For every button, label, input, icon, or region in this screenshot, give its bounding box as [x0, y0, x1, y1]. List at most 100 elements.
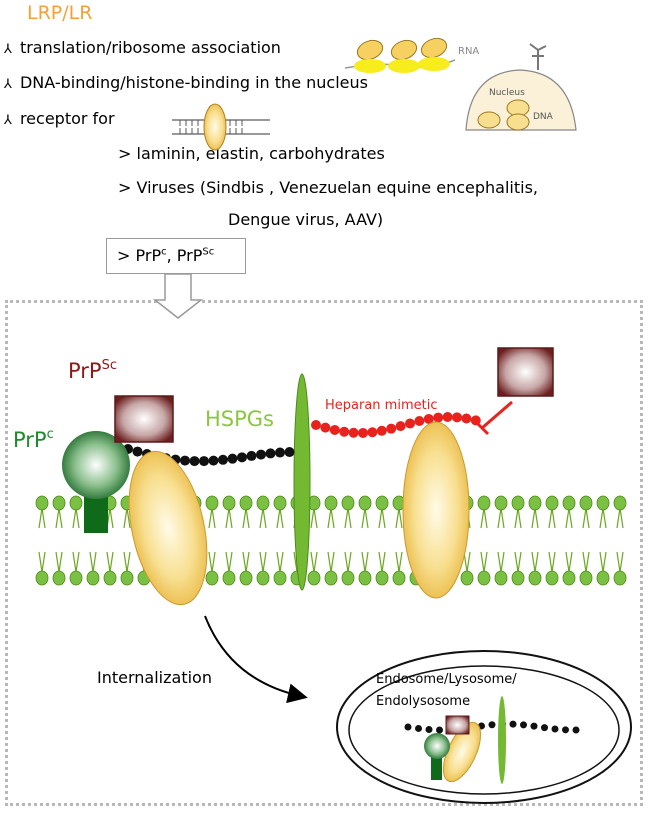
sugar-bead	[404, 723, 412, 731]
lrp-lr-receptor-right	[402, 421, 470, 599]
lipid-head	[273, 495, 287, 511]
sugar-bead	[509, 720, 517, 728]
heparan-mimetic-label: Heparan mimetic	[325, 398, 437, 413]
receptor-membrane-icon	[172, 103, 270, 151]
lipid-head	[35, 495, 49, 511]
endosome-label-line1: Endosome/Lysosome/	[376, 672, 517, 687]
lipid-head	[511, 495, 525, 511]
mimetic-bead	[320, 422, 331, 433]
lipid-head	[579, 570, 593, 586]
receptor-line-laminin: > laminin, elastin, carbohydrates	[118, 144, 385, 163]
callout-mid: , PrP	[166, 246, 203, 265]
mimetic-bead	[339, 426, 350, 437]
lipid-head	[222, 570, 236, 586]
lipid-head	[35, 570, 49, 586]
callout-prefix: > PrP	[117, 246, 162, 265]
lipid-head	[324, 495, 338, 511]
lipid-head	[477, 570, 491, 586]
lipid-head	[358, 570, 372, 586]
mimetic-bead	[376, 425, 387, 436]
endosome-label-line2: Endolysosome	[376, 694, 470, 709]
lipid-head	[86, 570, 100, 586]
lipid-head	[52, 570, 66, 586]
hspgs-label: HSPGs	[205, 407, 274, 431]
sugar-bead	[284, 447, 295, 458]
lipid-head	[528, 570, 542, 586]
lipid-head	[69, 495, 83, 511]
mimetic-bead	[414, 415, 425, 426]
sugar-bead	[199, 456, 209, 467]
bullet-icon: ⅄	[4, 113, 12, 128]
lipid-head	[239, 570, 253, 586]
sugar-bead	[520, 721, 527, 729]
callout-sup-sc: Sc	[202, 246, 215, 258]
sugar-bead	[415, 724, 422, 732]
lipid-head	[358, 495, 372, 511]
lipid-head	[205, 495, 219, 511]
receptor-line-viruses: > Viruses (Sindbis , Venezuelan equine e…	[118, 178, 538, 197]
lipid-head	[460, 570, 474, 586]
mimetic-bead	[423, 413, 434, 424]
lipid-head	[375, 495, 389, 511]
prpsc-aggregate	[114, 395, 174, 443]
sugar-bead	[488, 721, 496, 729]
lipid-head	[324, 570, 338, 586]
bullet-receptor: ⅄ receptor for	[4, 109, 115, 128]
lipid-head	[545, 570, 559, 586]
sugar-bead	[572, 726, 580, 734]
lipid-head	[239, 495, 253, 511]
lipid-head	[613, 495, 627, 511]
endosome-hspg	[498, 696, 506, 784]
prpsc-aggregate-free	[497, 347, 554, 397]
bullet-text: receptor for	[19, 109, 115, 128]
lipid-head	[494, 570, 508, 586]
lipid-head	[375, 570, 389, 586]
title: LRP/LR	[27, 2, 93, 24]
lipid-head	[273, 570, 287, 586]
lipid-bilayer	[35, 495, 627, 586]
lipid-head	[392, 570, 406, 586]
lipid-head	[341, 570, 355, 586]
endosome-prpsc	[445, 715, 470, 735]
lipid-head	[511, 570, 525, 586]
lipid-head	[545, 495, 559, 511]
sugar-bead	[425, 726, 433, 734]
bullet-icon: ⅄	[4, 77, 12, 92]
lipid-head	[256, 495, 270, 511]
lipid-head	[562, 495, 576, 511]
prpc-protein	[62, 431, 130, 499]
mimetic-bead	[452, 412, 462, 423]
mimetic-bead	[405, 418, 415, 429]
bullet-text: DNA-binding/histone-binding in the nucle…	[19, 73, 368, 92]
mimetic-bead	[348, 427, 359, 438]
mimetic-bead	[329, 424, 340, 435]
bullet-text: translation/ribosome association	[19, 38, 281, 57]
prpc-label: PrPc	[13, 427, 54, 452]
sugar-bead	[436, 726, 443, 734]
lipid-head	[256, 570, 270, 586]
prpsc-label: PrPSc	[68, 358, 117, 383]
lipid-head	[562, 570, 576, 586]
lipid-head	[205, 570, 219, 586]
sugar-bead	[541, 724, 548, 732]
sugar-bead	[208, 455, 219, 466]
sugar-bead	[218, 454, 228, 465]
bullet-dna-binding: ⅄ DNA-binding/histone-binding in the nucl…	[4, 73, 368, 92]
nucleus-icon: Nucleus DNA	[465, 43, 577, 131]
sugar-bead	[256, 449, 266, 460]
mimetic-bead	[386, 423, 397, 434]
ribosome-rna-icon: RNA	[344, 37, 479, 73]
mimetic-bead	[367, 427, 378, 438]
mimetic-bead	[442, 412, 453, 423]
lipid-head	[52, 495, 66, 511]
hspg-proteoglycan	[293, 373, 311, 591]
mimetic-bead	[433, 412, 444, 423]
endosome-prpc	[424, 733, 450, 759]
lrp-lr-receptor-left	[128, 450, 208, 606]
nucleus-label: Nucleus	[489, 88, 525, 98]
rna-label: RNA	[458, 46, 479, 57]
sugar-bead	[132, 446, 143, 457]
lipid-head	[69, 570, 83, 586]
lipid-head	[596, 495, 610, 511]
